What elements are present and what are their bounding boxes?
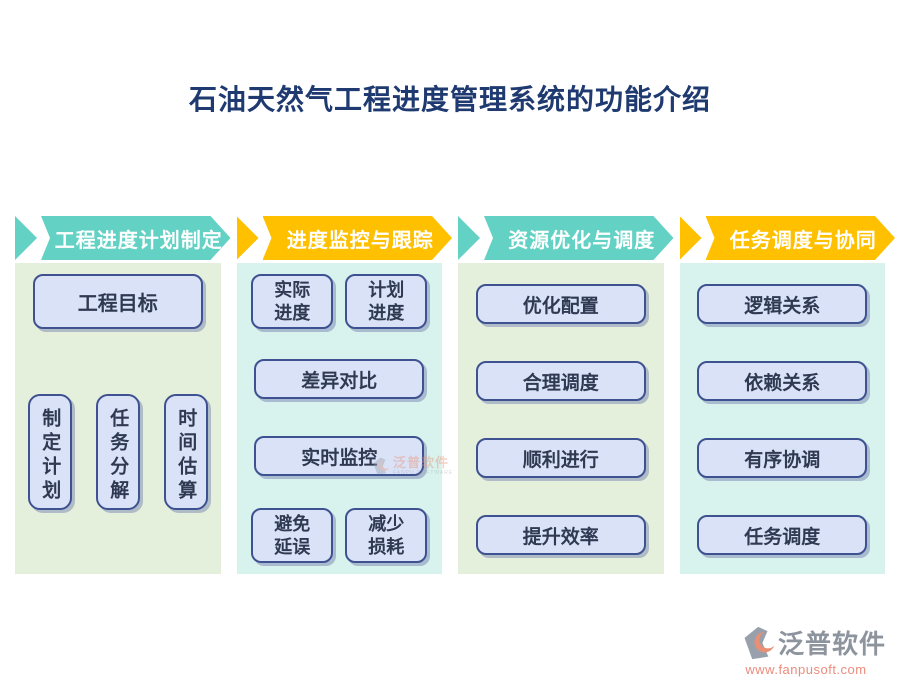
column-resource-header: 资源优化与调度 [458, 216, 674, 260]
column-plan-making: 工程进度计划制定 工程目标 制定计划 任务分解 时间估算 [15, 216, 221, 574]
feature-box: 提升效率 [475, 515, 646, 555]
feature-box: 工程目标 [32, 274, 203, 329]
header-banner-label: 工程进度计划制定 [41, 216, 231, 260]
column-resource-panel: 优化配置 合理调度 顺利进行 提升效率 [458, 263, 664, 574]
feature-box-vertical: 制定计划 [27, 394, 72, 510]
vertical-boxes-row: 制定计划 任务分解 时间估算 [15, 394, 221, 510]
column-task-header: 任务调度与协同 [679, 216, 896, 260]
feature-box: 顺利进行 [475, 438, 646, 478]
feature-box: 有序协调 [697, 438, 868, 478]
header-banner-label: 进度监控与跟踪 [263, 216, 453, 260]
feature-box: 实际进度 [251, 274, 334, 329]
feature-box: 依赖关系 [697, 361, 868, 401]
column-resource: 资源优化与调度 优化配置 合理调度 顺利进行 提升效率 [458, 216, 664, 574]
header-banner-label: 资源优化与调度 [484, 216, 674, 260]
column-task-coordination: 任务调度与协同 逻辑关系 依赖关系 有序协调 任务调度 [679, 216, 886, 574]
brand-row: 泛普软件 [726, 624, 886, 661]
brand-name: 泛普软件 [777, 629, 886, 659]
fanpu-logo-icon [744, 626, 775, 659]
page-title: 石油天然气工程进度管理系统的功能介绍 [188, 84, 711, 115]
feature-box-vertical: 任务分解 [95, 394, 140, 510]
feature-box: 逻辑关系 [697, 284, 868, 324]
column-monitoring-panel: 实际进度 计划进度 差异对比 实时监控 避免延误 减少损耗 [236, 263, 443, 574]
brand-url: www.fanpusoft.com [745, 662, 867, 677]
feature-box-vertical: 时间估算 [163, 394, 208, 510]
brand-logo: 泛普软件 www.fanpusoft.com [726, 624, 886, 677]
columns-grid: 工程进度计划制定 工程目标 制定计划 任务分解 时间估算 进度监控与跟踪 实际进… [15, 216, 885, 574]
column-plan-panel: 工程目标 制定计划 任务分解 时间估算 [15, 263, 221, 574]
feature-box: 避免延误 [251, 508, 334, 563]
column-task-panel: 逻辑关系 依赖关系 有序协调 任务调度 [679, 263, 885, 574]
box-pair-row: 实际进度 计划进度 [237, 274, 443, 329]
feature-box: 减少损耗 [345, 508, 428, 563]
feature-box: 合理调度 [475, 361, 646, 401]
feature-box: 实时监控 [254, 436, 425, 476]
chevron-right-icon [458, 216, 480, 260]
feature-box: 差异对比 [254, 359, 425, 399]
box-pair-row: 避免延误 减少损耗 [237, 508, 443, 563]
chevron-right-icon [679, 216, 702, 260]
column-monitoring-header: 进度监控与跟踪 [236, 216, 453, 260]
feature-box: 计划进度 [345, 274, 428, 329]
header-banner-label: 任务调度与协同 [706, 216, 896, 260]
feature-box: 任务调度 [697, 515, 868, 555]
feature-box: 优化配置 [475, 284, 646, 324]
chevron-right-icon [236, 216, 259, 260]
column-monitoring: 进度监控与跟踪 实际进度 计划进度 差异对比 实时监控 避免延误 减少损耗 [236, 216, 443, 574]
column-plan-header: 工程进度计划制定 [15, 216, 231, 260]
chevron-right-icon [15, 216, 37, 260]
